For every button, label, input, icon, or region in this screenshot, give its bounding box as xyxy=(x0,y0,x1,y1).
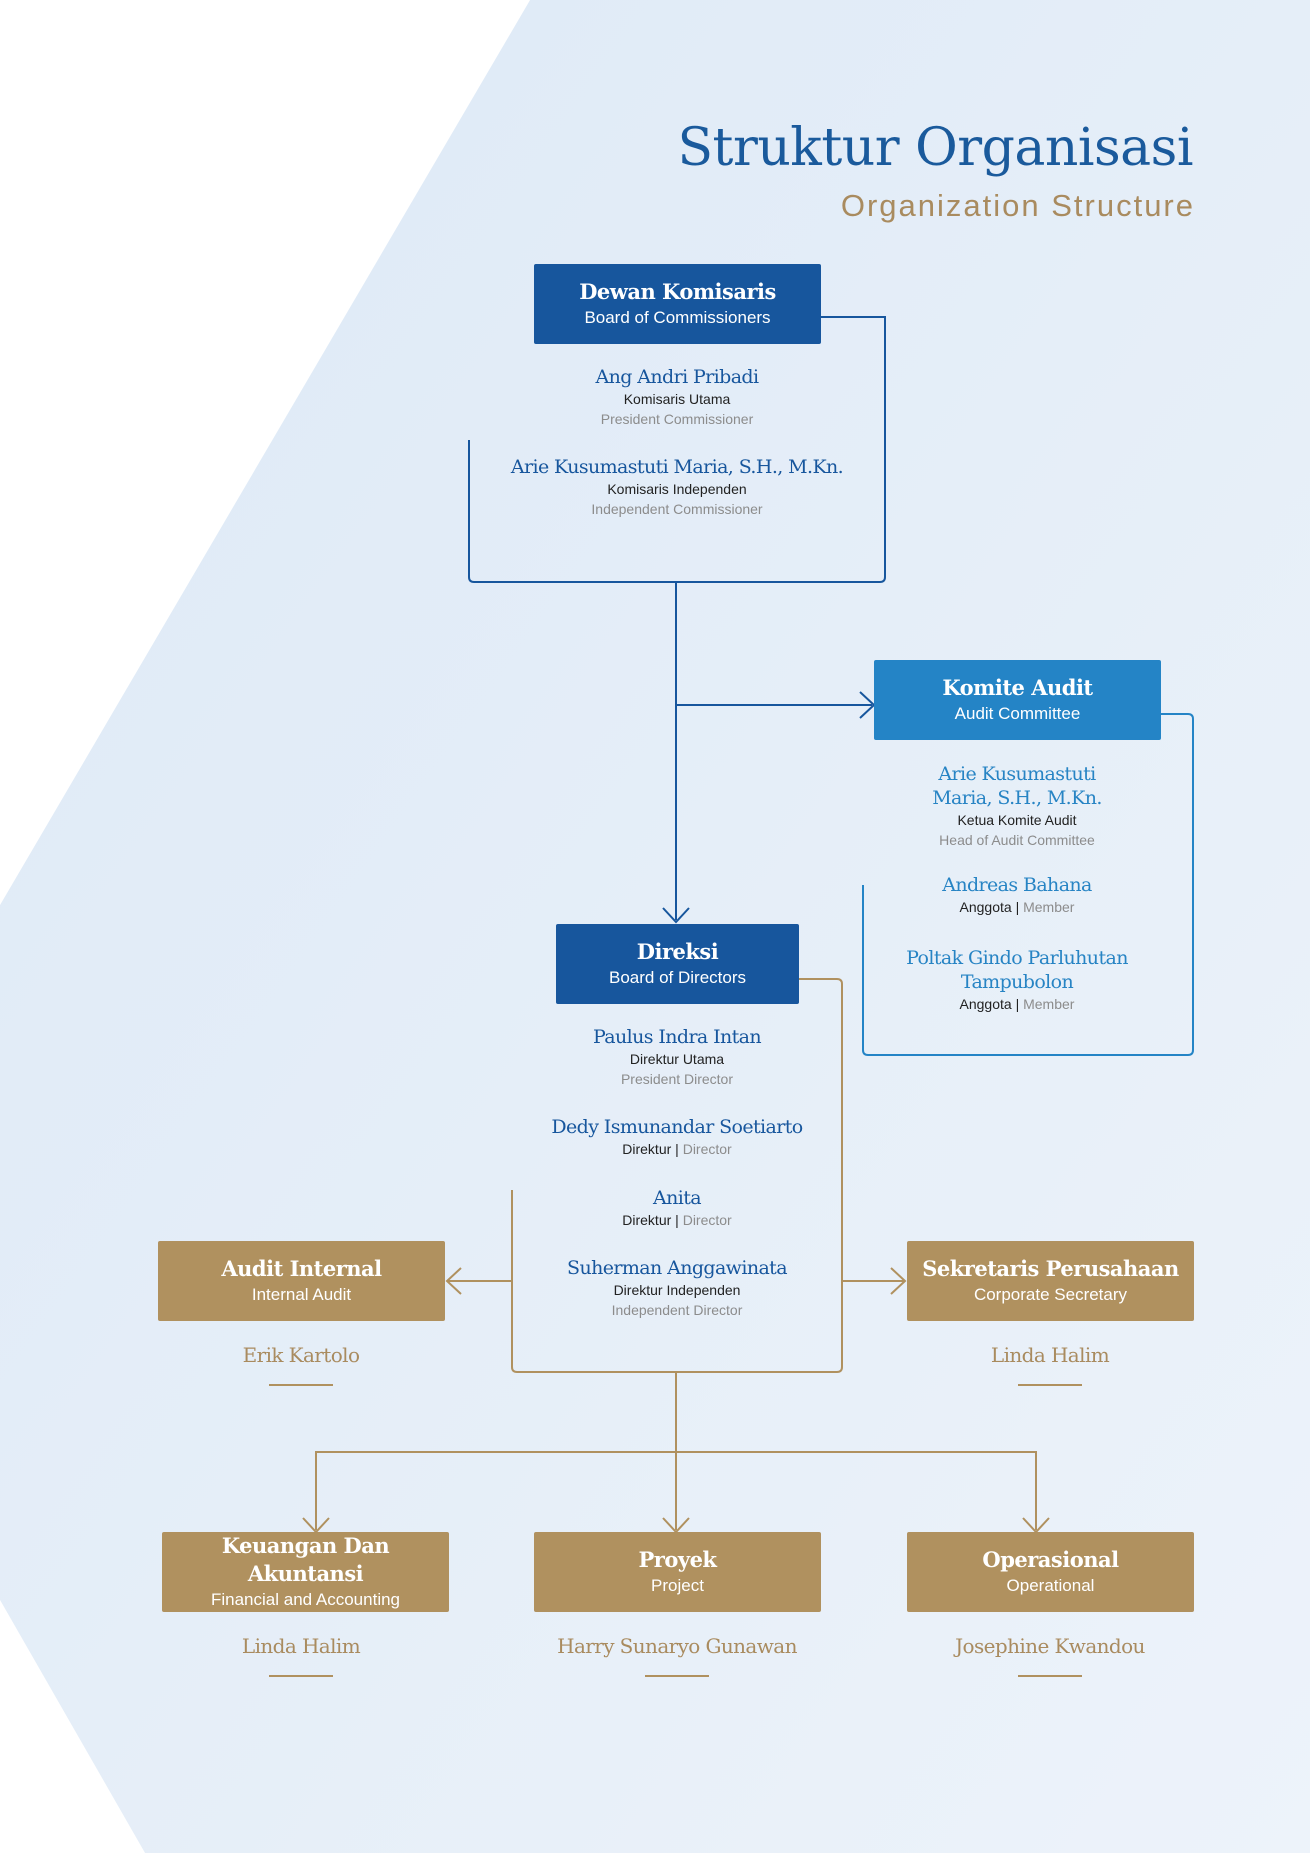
person-name: Anita xyxy=(653,1187,702,1209)
box-subtitle: Project xyxy=(651,1576,704,1595)
audit-committee-member-1: Arie Kusumastuti Maria, S.H., M.Kn. Ketu… xyxy=(892,762,1142,850)
person-role-en: Head of Audit Committee xyxy=(939,832,1095,848)
director-4: Suherman Anggawinata Direktur Independen… xyxy=(527,1256,827,1320)
box-title: Operasional xyxy=(982,1547,1119,1572)
box-title: Keuangan Dan Akuntansi xyxy=(221,1533,390,1586)
internal-audit-person: Erik Kartolo xyxy=(151,1342,451,1386)
audit-committee-member-2: Andreas Bahana Anggota | Member xyxy=(892,873,1142,917)
box-title: Komite Audit xyxy=(942,675,1093,700)
commissioner-2: Arie Kusumastuti Maria, S.H., M.Kn. Komi… xyxy=(477,455,877,519)
box-subtitle: Operational xyxy=(1006,1576,1095,1595)
person-role-line: Direktur | Director xyxy=(527,1210,827,1230)
director-3: Anita Direktur | Director xyxy=(527,1186,827,1230)
person-name: Josephine Kwandou xyxy=(955,1634,1145,1658)
box-subtitle: Board of Directors xyxy=(609,968,746,987)
person-role: Ketua Komite Audit xyxy=(957,812,1077,828)
person-role: Komisaris Independen xyxy=(607,481,747,497)
box-subtitle: Board of Commissioners xyxy=(584,308,771,327)
audit-committee-box: Komite Audit Audit Committee xyxy=(874,660,1161,740)
person-name: Suherman Anggawinata xyxy=(567,1257,788,1279)
person-name: Linda Halim xyxy=(241,1634,361,1658)
box-title: Audit Internal xyxy=(221,1256,382,1281)
board-of-directors-box: Direksi Board of Directors xyxy=(556,924,799,1004)
divider xyxy=(1018,1675,1082,1677)
division-financial-accounting-box: Keuangan Dan Akuntansi Financial and Acc… xyxy=(162,1532,449,1612)
box-title: Proyek xyxy=(638,1547,717,1572)
person-role-en: Independent Director xyxy=(611,1302,743,1318)
role-en: Member xyxy=(1023,996,1075,1012)
director-1: Paulus Indra Intan Direktur Utama Presid… xyxy=(527,1025,827,1089)
person-name-line2: Tampubolon xyxy=(960,971,1074,993)
box-title: Dewan Komisaris xyxy=(579,279,776,304)
person-name: Dedy Ismunandar Soetiarto xyxy=(551,1116,803,1138)
box-subtitle: Financial and Accounting xyxy=(210,1590,401,1609)
division-operational-person: Josephine Kwandou xyxy=(900,1633,1200,1677)
separator: | xyxy=(671,1141,683,1157)
person-name: Harry Sunaryo Gunawan xyxy=(557,1634,797,1658)
divider xyxy=(269,1675,333,1677)
separator: | xyxy=(671,1212,683,1228)
person-name-line1: Poltak Gindo Parluhutan xyxy=(906,947,1128,969)
division-project-box: Proyek Project xyxy=(534,1532,821,1612)
division-financial-accounting-person: Linda Halim xyxy=(151,1633,451,1677)
division-project-person: Harry Sunaryo Gunawan xyxy=(527,1633,827,1677)
divider xyxy=(269,1384,333,1386)
person-role-line: Anggota | Member xyxy=(892,897,1142,917)
role-en: Member xyxy=(1023,899,1075,915)
person-name: Paulus Indra Intan xyxy=(592,1026,762,1048)
person-name-line2: Maria, S.H., M.Kn. xyxy=(932,787,1102,809)
division-operational-box: Operasional Operational xyxy=(907,1532,1194,1612)
person-role-en: President Director xyxy=(620,1071,734,1087)
box-title: Sekretaris Perusahaan xyxy=(922,1256,1179,1281)
separator: | xyxy=(1011,996,1024,1012)
role: Direktur xyxy=(622,1212,672,1228)
person-role: Direktur Independen xyxy=(613,1282,741,1298)
role-en: Director xyxy=(682,1141,732,1157)
role: Anggota xyxy=(959,996,1012,1012)
person-role-line: Direktur | Director xyxy=(527,1139,827,1159)
corporate-secretary-person: Linda Halim xyxy=(900,1342,1200,1386)
person-role-en: President Commissioner xyxy=(600,411,754,427)
audit-committee-member-3: Poltak Gindo Parluhutan Tampubolon Anggo… xyxy=(892,946,1142,1014)
person-role-line: Anggota | Member xyxy=(892,994,1142,1014)
person-name: Ang Andri Pribadi xyxy=(595,366,760,388)
box-subtitle: Audit Committee xyxy=(954,704,1081,723)
separator: | xyxy=(1011,899,1024,915)
commissioner-1: Ang Andri Pribadi Komisaris Utama Presid… xyxy=(477,365,877,429)
person-role-en: Independent Commissioner xyxy=(591,501,763,517)
person-name: Arie Kusumastuti Maria, S.H., M.Kn. xyxy=(510,456,844,478)
role: Anggota xyxy=(959,899,1012,915)
director-2: Dedy Ismunandar Soetiarto Direktur | Dir… xyxy=(527,1115,827,1159)
corporate-secretary-box: Sekretaris Perusahaan Corporate Secretar… xyxy=(907,1241,1194,1321)
role: Direktur xyxy=(622,1141,672,1157)
person-name: Linda Halim xyxy=(990,1343,1110,1367)
person-role: Direktur Utama xyxy=(629,1051,725,1067)
box-subtitle: Corporate Secretary xyxy=(973,1285,1128,1304)
divider xyxy=(645,1675,709,1677)
internal-audit-box: Audit Internal Internal Audit xyxy=(158,1241,445,1321)
person-name: Andreas Bahana xyxy=(942,874,1092,896)
person-name-line1: Arie Kusumastuti xyxy=(938,763,1096,785)
person-name: Erik Kartolo xyxy=(242,1343,360,1367)
divider xyxy=(1018,1384,1082,1386)
role-en: Director xyxy=(682,1212,732,1228)
person-role: Komisaris Utama xyxy=(623,391,731,407)
page-title: Struktur Organisasi xyxy=(677,118,1193,178)
page-subtitle: Organization Structure xyxy=(840,188,1195,223)
box-title: Direksi xyxy=(636,939,719,964)
box-subtitle: Internal Audit xyxy=(251,1285,352,1304)
board-of-commissioners-box: Dewan Komisaris Board of Commissioners xyxy=(534,264,821,344)
